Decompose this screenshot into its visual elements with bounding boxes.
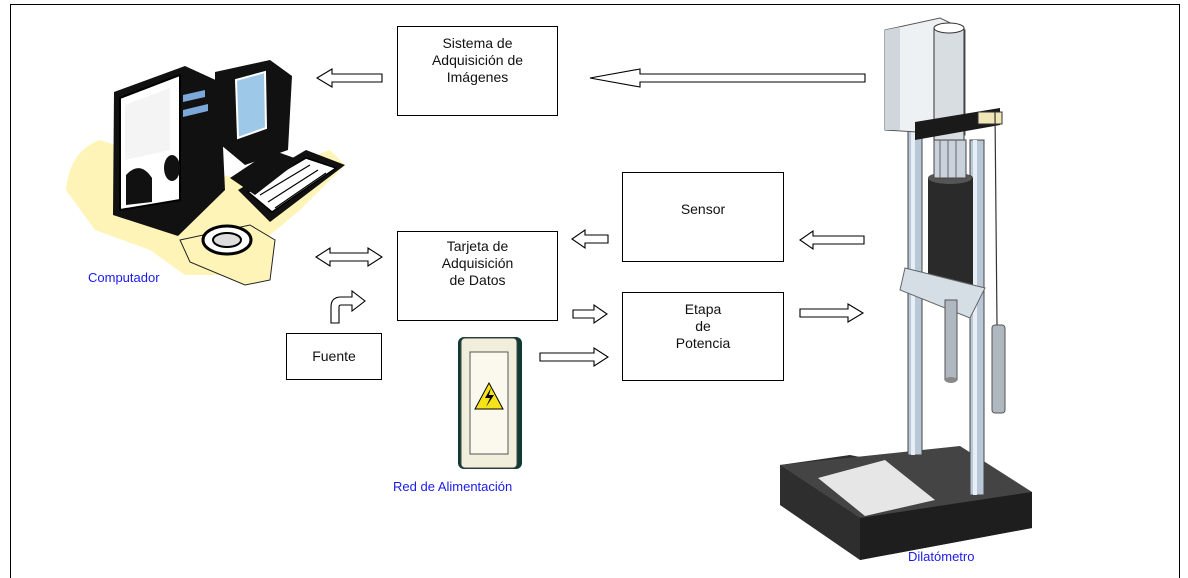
arrow-supply-to-daq <box>330 289 366 324</box>
computer-clipart-icon <box>66 60 345 286</box>
sensor-block: Sensor <box>622 172 784 262</box>
electrical-panel-warning-icon <box>458 337 522 469</box>
arrow-dilatometer-to-sensor <box>799 229 865 251</box>
arrow-sensor-to-daq <box>571 228 609 250</box>
power-stage-block: Etapa de Potencia <box>622 292 784 381</box>
diagram-frame <box>10 4 1180 578</box>
computer-label: Computador <box>88 270 160 285</box>
daq-card-block: Tarjeta de Adquisición de Datos <box>397 231 558 321</box>
arrows <box>314 68 866 368</box>
mains-label: Red de Alimentación <box>393 479 513 494</box>
dilatometer-label: Dilatómetro <box>908 549 975 564</box>
arrow-computer-daq-bidirectional <box>314 246 384 268</box>
arrow-imaging-to-computer <box>315 68 383 88</box>
dilatometer-apparatus-icon <box>780 17 1032 560</box>
arrow-daq-to-power <box>572 303 608 325</box>
power-supply-block: Fuente <box>286 333 382 380</box>
arrow-dilatometer-to-imaging <box>589 68 866 88</box>
imaging-system-block: Sistema de Adquisición de Imágenes <box>397 26 558 116</box>
arrow-mains-to-power <box>539 346 610 368</box>
arrow-power-to-dilatometer <box>799 303 865 323</box>
